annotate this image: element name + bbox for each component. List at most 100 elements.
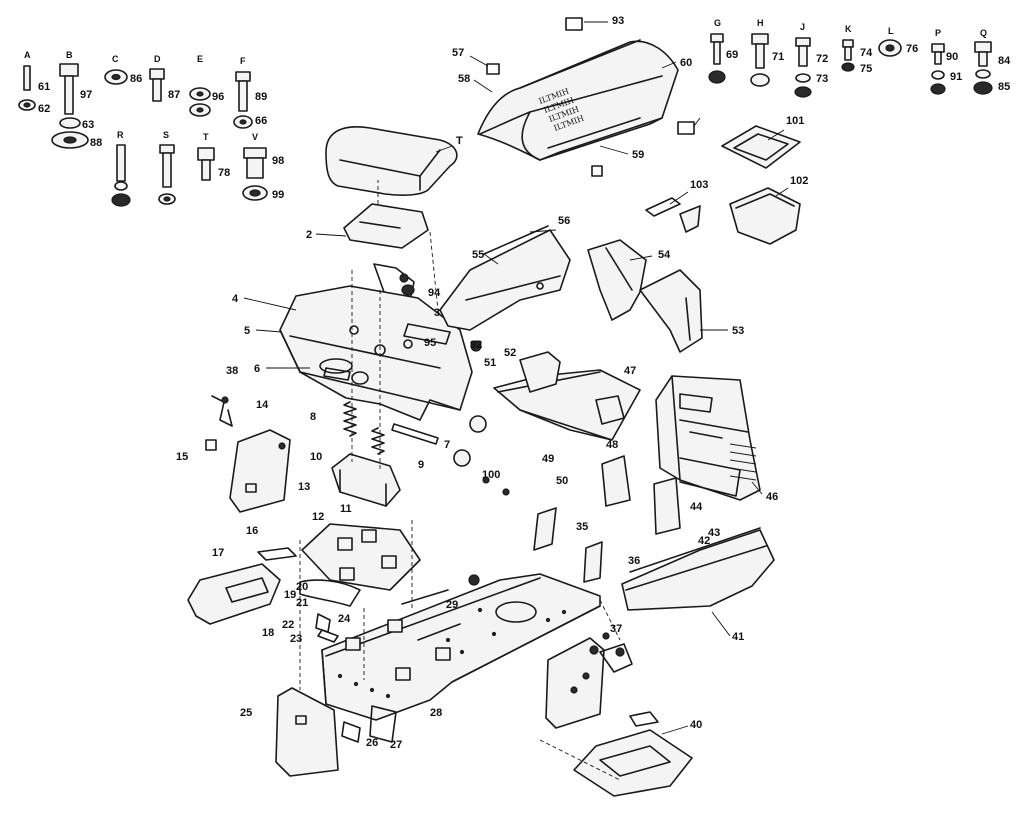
- label-l: L: [888, 26, 894, 36]
- guide-lines: [299, 270, 621, 781]
- side-rails: [453, 340, 681, 586]
- springs: [343, 401, 439, 455]
- hardware-group-left: [18, 63, 268, 207]
- label-v: V: [252, 132, 258, 142]
- callout-11: 11: [340, 503, 352, 515]
- callout-24: 24: [338, 613, 351, 625]
- callout-36: 36: [628, 555, 640, 567]
- callout-50: 50: [556, 475, 568, 487]
- bolt-r: [111, 144, 131, 207]
- letter-labels: A B C D E F G H J K L P Q R S T V: [24, 18, 987, 142]
- callout-101: 101: [786, 115, 804, 127]
- label-a: A: [24, 50, 31, 60]
- label-d: D: [154, 54, 161, 64]
- callout-38: 38: [226, 365, 238, 377]
- callout-12: 12: [312, 511, 324, 523]
- label-e: E: [197, 54, 203, 64]
- bracket-35: [533, 507, 557, 551]
- right-footrest: [573, 711, 693, 797]
- callout-17: 17: [212, 547, 224, 559]
- bolt-k: [841, 39, 855, 72]
- bolt-g: [708, 33, 726, 84]
- num-63: 63: [82, 119, 94, 131]
- callout-51: 51: [484, 357, 496, 369]
- num-71: 71: [772, 51, 784, 63]
- label-b: B: [66, 50, 73, 60]
- num-61: 61: [38, 81, 50, 93]
- callout-44: 44: [690, 501, 703, 513]
- num-72: 72: [816, 53, 828, 65]
- callout-6: 6: [254, 363, 260, 375]
- bolt-h: [750, 33, 770, 87]
- callout-59: 59: [632, 149, 644, 161]
- callout-93a: 93: [612, 15, 624, 27]
- seat-support: [331, 453, 401, 507]
- callout-102: 102: [790, 175, 808, 187]
- callout-9: 9: [418, 459, 424, 471]
- callout-60: 60: [680, 57, 692, 69]
- callout-100a: 100: [482, 469, 500, 481]
- callout-48: 48: [606, 439, 618, 451]
- callout-21: 21: [296, 597, 308, 609]
- bolt-j: [794, 37, 812, 98]
- bracket-36: [583, 541, 603, 583]
- num-66: 66: [255, 115, 267, 127]
- bracket-52: [519, 351, 561, 393]
- num-91: 91: [950, 71, 962, 83]
- bolt-p: [930, 43, 946, 95]
- callout-19: 19: [284, 589, 296, 601]
- callout-26: 26: [366, 737, 378, 749]
- callout-15: 15: [176, 451, 188, 463]
- nut-c: [104, 69, 128, 85]
- callout-20: 20: [296, 581, 308, 593]
- bolt-96: [502, 488, 510, 496]
- callout-37: 37: [610, 623, 622, 635]
- tray-101: [721, 125, 801, 169]
- bolt-q: [973, 41, 993, 95]
- num-62: 62: [38, 103, 50, 115]
- upper-console: [439, 225, 571, 331]
- frame-holes: [337, 607, 567, 699]
- nut-92: [470, 340, 482, 352]
- label-q: Q: [980, 28, 987, 38]
- bolt-f: [233, 71, 253, 129]
- num-87: 87: [168, 89, 180, 101]
- callout-103: 103: [690, 179, 708, 191]
- rear-panel-right: [545, 632, 633, 729]
- label-g: G: [714, 18, 721, 28]
- bumper-89a: [469, 415, 487, 433]
- num-90: 90: [946, 51, 958, 63]
- num-84: 84: [998, 55, 1011, 67]
- callout-54: 54: [658, 249, 671, 261]
- label-f: F: [240, 56, 246, 66]
- num-97: 97: [80, 89, 92, 101]
- side-panel-13: [229, 429, 291, 513]
- decal-57-side: [591, 165, 603, 177]
- callout-52: 52: [504, 347, 516, 359]
- bracket-22-23: [315, 613, 339, 643]
- bolt-100b: [468, 574, 480, 586]
- callout-57a: 57: [452, 47, 464, 59]
- num-98: 98: [272, 155, 284, 167]
- clip-103: [645, 197, 701, 233]
- label-t: T: [203, 132, 209, 142]
- label-c: C: [112, 54, 119, 64]
- callout-42: 42: [698, 535, 710, 547]
- callout-47: 47: [624, 365, 636, 377]
- callout-10: 10: [310, 451, 322, 463]
- callout-95: 95: [424, 337, 436, 349]
- num-96: 96: [212, 91, 224, 103]
- num-89: 89: [255, 91, 267, 103]
- num-85: 85: [998, 81, 1010, 93]
- callout-43: 43: [708, 527, 720, 539]
- num-73: 73: [816, 73, 828, 85]
- cup-holder-102: [729, 187, 801, 245]
- bolt-s: [158, 144, 176, 205]
- callout-25: 25: [240, 707, 252, 719]
- hardware-group-right: [708, 33, 993, 98]
- label-k: K: [845, 24, 852, 34]
- label-r: R: [117, 130, 124, 140]
- num-74: 74: [860, 47, 873, 59]
